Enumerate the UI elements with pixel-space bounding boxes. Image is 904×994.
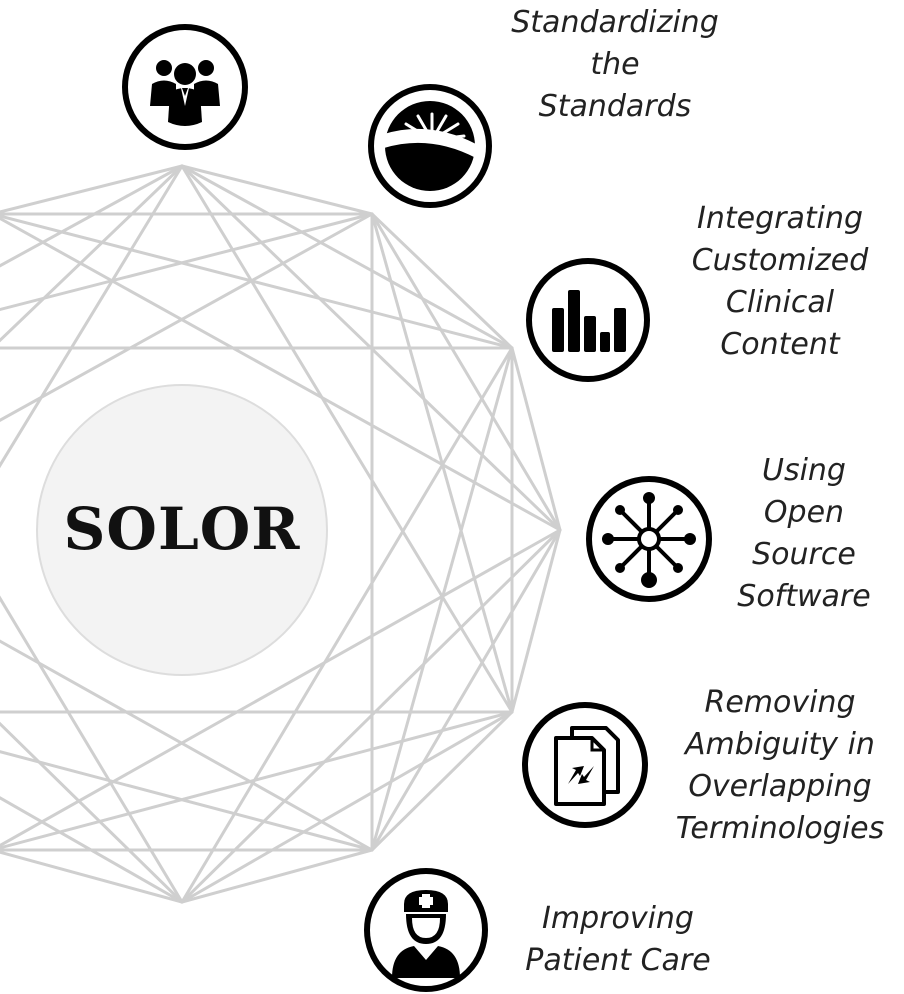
lattice-line bbox=[0, 164, 184, 469]
lattice-line bbox=[0, 214, 514, 350]
lattice-line bbox=[510, 528, 562, 714]
lattice-line bbox=[0, 212, 374, 422]
label-removing-ambiguity: Removing Ambiguity in Overlapping Termin… bbox=[660, 682, 900, 850]
lattice-line bbox=[180, 164, 374, 216]
bar-chart-icon bbox=[526, 258, 650, 382]
label-open-source: Using Open Source Software bbox=[714, 450, 894, 618]
sunrise-icon bbox=[368, 84, 492, 208]
label-line: Standardizing bbox=[511, 5, 719, 40]
lattice-line bbox=[180, 710, 514, 904]
lattice-line bbox=[180, 848, 374, 904]
label-line: Improving bbox=[542, 901, 694, 936]
lattice-line bbox=[0, 164, 184, 343]
lattice-line bbox=[0, 164, 184, 214]
lattice-lines bbox=[0, 164, 562, 904]
lattice-line bbox=[370, 212, 514, 350]
lattice-line bbox=[180, 164, 514, 350]
lattice-line bbox=[370, 528, 562, 852]
lattice-line bbox=[370, 710, 514, 852]
people-icon bbox=[122, 24, 248, 150]
label-line: the bbox=[590, 47, 640, 82]
label-patient-care: Improving Patient Care bbox=[498, 898, 738, 982]
label-line: Software bbox=[737, 579, 871, 614]
lattice-line bbox=[0, 796, 184, 904]
label-line: Removing bbox=[704, 685, 856, 720]
label-line: Ambiguity in bbox=[685, 727, 875, 762]
documents-transfer-icon bbox=[522, 702, 648, 828]
lattice-line bbox=[0, 639, 374, 852]
label-line: Source bbox=[752, 537, 856, 572]
label-line: Clinical bbox=[725, 285, 835, 320]
label-line: Content bbox=[720, 327, 840, 362]
lattice-line bbox=[0, 164, 184, 268]
center-circle bbox=[36, 384, 328, 676]
lattice-line bbox=[180, 346, 514, 904]
lattice-line bbox=[0, 216, 562, 532]
label-line: Integrating bbox=[697, 201, 863, 236]
label-line: Patient Care bbox=[525, 943, 711, 978]
lattice-line bbox=[0, 850, 184, 904]
label-line: Standards bbox=[538, 89, 692, 124]
label-line: Customized bbox=[691, 243, 869, 278]
label-line: Overlapping bbox=[688, 769, 872, 804]
label-line: Terminologies bbox=[675, 811, 885, 846]
label-integrating: Integrating Customized Clinical Content bbox=[668, 198, 892, 366]
network-hub-icon bbox=[586, 476, 712, 602]
lattice-line bbox=[0, 721, 184, 904]
label-standardizing: Standardizing the Standards bbox=[478, 2, 752, 128]
lattice-line bbox=[370, 212, 562, 532]
nurse-icon bbox=[364, 868, 488, 992]
lattice-line bbox=[510, 346, 562, 532]
label-line: Open bbox=[763, 495, 845, 530]
lattice-line bbox=[180, 164, 514, 714]
lattice-line bbox=[0, 528, 562, 848]
lattice-line bbox=[0, 595, 184, 904]
label-line: Using bbox=[762, 453, 846, 488]
center-title: SOLOR bbox=[63, 495, 301, 563]
